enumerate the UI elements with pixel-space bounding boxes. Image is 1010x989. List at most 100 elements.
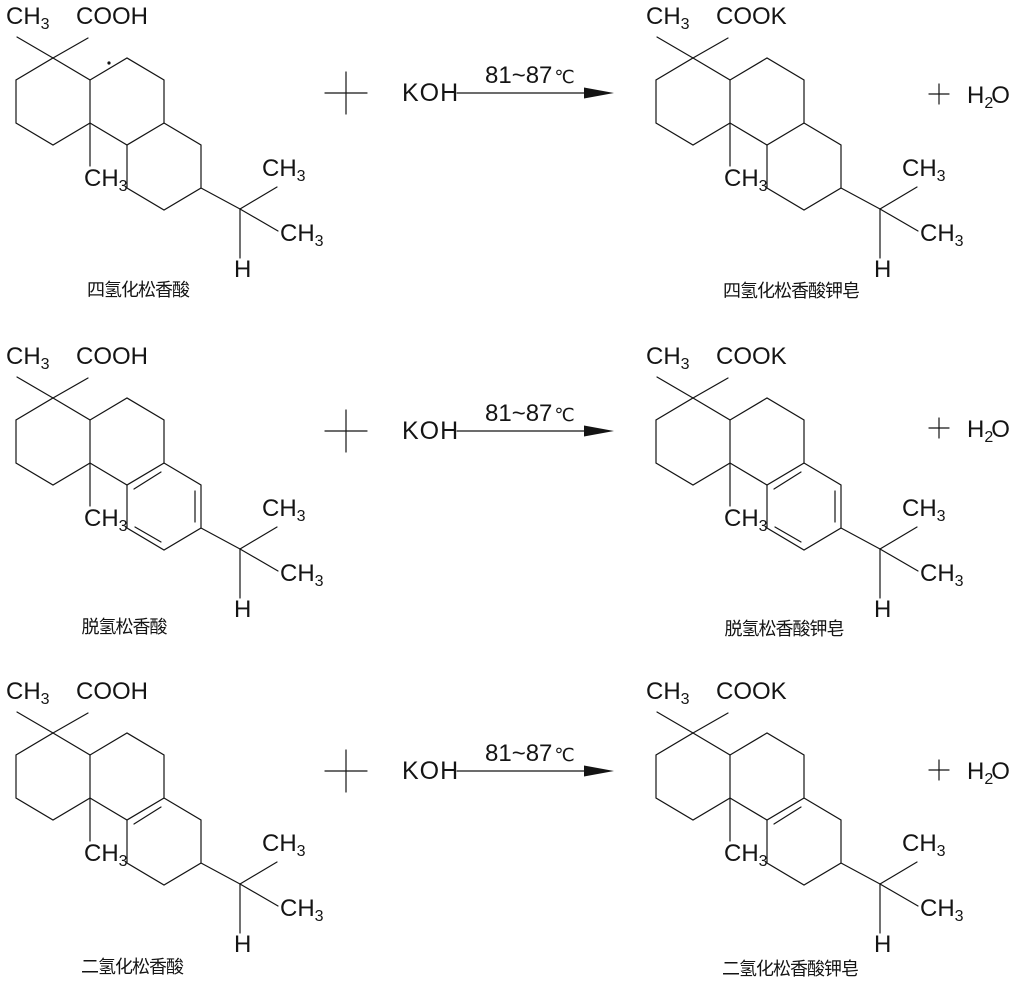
hydrogen-label: H	[874, 596, 891, 623]
byproduct-row-3: H2O	[928, 758, 1010, 788]
hydrogen-label: H	[874, 931, 891, 958]
methyl-base: CH	[6, 678, 41, 705]
methyl-sub: 3	[315, 908, 324, 925]
skeleton	[15, 36, 279, 259]
hydrogen-label: H	[234, 256, 251, 283]
methyl-sub: 3	[681, 691, 690, 708]
methyl-label-top: CH3	[646, 343, 690, 373]
plus-icon	[928, 759, 950, 781]
temperature-value: 81~87	[485, 740, 552, 767]
methyl-base: CH	[262, 495, 297, 522]
fusion-double-bond	[773, 806, 802, 825]
methyl-label-isopropyl-upper: CH3	[902, 830, 946, 860]
reaction-arrow-head	[584, 87, 614, 99]
methyl-label-isopropyl-upper: CH3	[262, 495, 306, 525]
methyl-sub: 3	[297, 843, 306, 860]
water-sub: 2	[984, 771, 993, 788]
plus-icon	[324, 409, 368, 453]
methyl-sub: 3	[41, 356, 50, 373]
skeleton	[655, 711, 919, 934]
methyl-base: CH	[84, 840, 119, 867]
byproduct-row-1: H2O	[928, 82, 1010, 112]
methyl-sub: 3	[955, 233, 964, 250]
methyl-base: CH	[902, 155, 937, 182]
compound-name-product-3: 二氢化松香酸钾皂	[722, 959, 858, 979]
methyl-label-top: CH3	[6, 3, 50, 33]
methyl-sub: 3	[759, 518, 768, 535]
hydrogen-label: H	[234, 596, 251, 623]
methyl-base: CH	[262, 830, 297, 857]
structure-reactant-row-3: CH3 COOH CH3 CH3 CH3 H 二氢化松香酸	[6, 678, 324, 977]
methyl-base: CH	[280, 560, 315, 587]
skeleton	[15, 711, 279, 934]
compound-name-reactant-3: 二氢化松香酸	[81, 957, 184, 977]
reaction-conditions-row-2: KOH 81~87℃	[324, 400, 614, 453]
methyl-label-isopropyl-lower: CH3	[280, 895, 324, 925]
water-o: O	[991, 416, 1010, 443]
temperature-label: 81~87℃	[485, 740, 575, 767]
skeleton	[15, 376, 279, 599]
compound-name-product-2: 脱氢松香酸钾皂	[725, 619, 844, 639]
plus-icon	[324, 749, 368, 793]
water-h: H	[967, 758, 984, 785]
methyl-base: CH	[724, 165, 759, 192]
methyl-sub: 3	[937, 168, 946, 185]
methyl-label-angular: CH3	[724, 840, 768, 870]
methyl-base: CH	[262, 155, 297, 182]
water-h: H	[967, 82, 984, 109]
acid-group-label: COOH	[76, 678, 148, 705]
compound-name-reactant-1: 四氢化松香酸	[87, 280, 190, 300]
methyl-label-angular: CH3	[84, 505, 128, 535]
structure-product-row-2: CH3 COOK CH3 CH3 CH3 H 脱氢松香酸钾皂	[646, 343, 964, 639]
reagent-label: KOH	[402, 79, 459, 107]
methyl-base: CH	[724, 840, 759, 867]
byproduct-row-2: H2O	[928, 416, 1010, 446]
methyl-base: CH	[902, 495, 937, 522]
plus-icon	[928, 83, 950, 105]
methyl-sub: 3	[955, 908, 964, 925]
methyl-sub: 3	[41, 691, 50, 708]
methyl-label-isopropyl-upper: CH3	[262, 155, 306, 185]
water-o: O	[991, 758, 1010, 785]
methyl-base: CH	[920, 220, 955, 247]
acid-group-label: COOK	[716, 343, 787, 370]
plus-icon	[928, 417, 950, 439]
methyl-sub: 3	[681, 16, 690, 33]
methyl-label-top: CH3	[646, 678, 690, 708]
methyl-label-isopropyl-lower: CH3	[920, 560, 964, 590]
aromatic-ring-bonds	[773, 471, 836, 543]
methyl-base: CH	[724, 505, 759, 532]
methyl-base: CH	[6, 343, 41, 370]
methyl-sub: 3	[119, 518, 128, 535]
reaction-arrow-head	[584, 765, 614, 777]
skeleton	[655, 376, 919, 599]
methyl-sub: 3	[955, 573, 964, 590]
methyl-sub: 3	[297, 508, 306, 525]
methyl-base: CH	[6, 3, 41, 30]
methyl-sub: 3	[759, 853, 768, 870]
methyl-base: CH	[920, 560, 955, 587]
methyl-base: CH	[280, 220, 315, 247]
water-sub: 2	[984, 429, 993, 446]
methyl-base: CH	[280, 895, 315, 922]
methyl-base: CH	[646, 343, 681, 370]
structure-product-row-3: CH3 COOK CH3 CH3 CH3 H 二氢化松香酸钾皂	[646, 678, 964, 979]
methyl-label-isopropyl-lower: CH3	[920, 220, 964, 250]
water-label: H2O	[967, 82, 1010, 112]
methyl-label-angular: CH3	[724, 505, 768, 535]
hydrogen-label: H	[234, 931, 251, 958]
temperature-value: 81~87	[485, 400, 552, 427]
methyl-label-isopropyl-lower: CH3	[280, 560, 324, 590]
structure-reactant-row-2: CH3 COOH CH3 CH3 CH3 H 脱氢松香酸	[6, 343, 324, 637]
temperature-unit: ℃	[554, 745, 574, 765]
methyl-sub: 3	[41, 16, 50, 33]
methyl-label-angular: CH3	[84, 840, 128, 870]
methyl-sub: 3	[315, 233, 324, 250]
plus-icon	[324, 71, 368, 115]
structure-product-row-1: CH3 COOK CH3 CH3 CH3 H 四氢化松香酸钾皂	[646, 3, 964, 301]
temperature-unit: ℃	[554, 67, 574, 87]
methyl-label-angular: CH3	[84, 165, 128, 195]
methyl-sub: 3	[119, 853, 128, 870]
compound-name-reactant-2: 脱氢松香酸	[82, 617, 168, 637]
